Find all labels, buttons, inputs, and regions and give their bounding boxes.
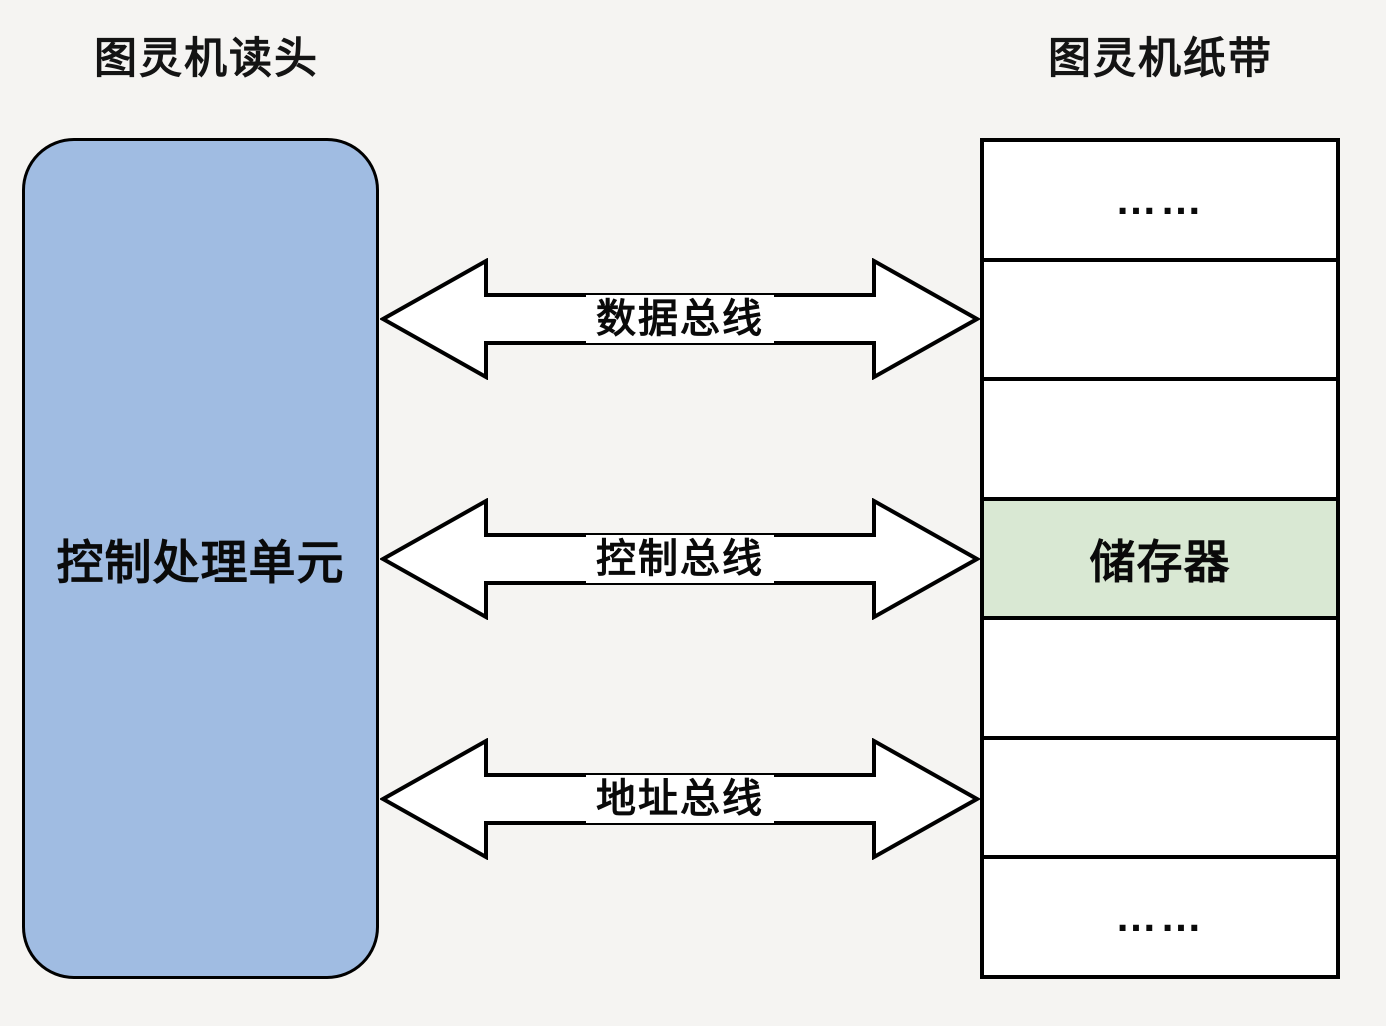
tape-column: …… 储存器 ……: [980, 138, 1340, 979]
data-bus-arrow: [380, 258, 980, 380]
tape-cell-storage: 储存器: [984, 500, 1336, 621]
ellipsis-text: ……: [1115, 893, 1205, 941]
tape-cell-empty: [984, 261, 1336, 382]
double-arrow-icon: [380, 498, 980, 620]
tape-cell-ellipsis-top: ……: [984, 142, 1336, 262]
tape-cell-empty: [984, 620, 1336, 740]
double-arrow-icon: [380, 738, 980, 860]
right-column-title: 图灵机纸带: [1048, 35, 1273, 83]
left-column-title: 图灵机读头: [94, 35, 319, 83]
tape-cell-empty: [984, 739, 1336, 860]
storage-cell-label: 储存器: [1089, 535, 1231, 588]
control-processing-unit-box: 控制处理单元: [22, 138, 379, 979]
address-bus-arrow: [380, 738, 980, 860]
tape-cell-empty: [984, 381, 1336, 501]
control-bus-arrow: [380, 498, 980, 620]
ellipsis-text: ……: [1115, 175, 1205, 223]
tape-cell-ellipsis-bottom: ……: [984, 859, 1336, 976]
double-arrow-icon: [380, 258, 980, 380]
control-processing-unit-label: 控制处理单元: [56, 536, 345, 589]
